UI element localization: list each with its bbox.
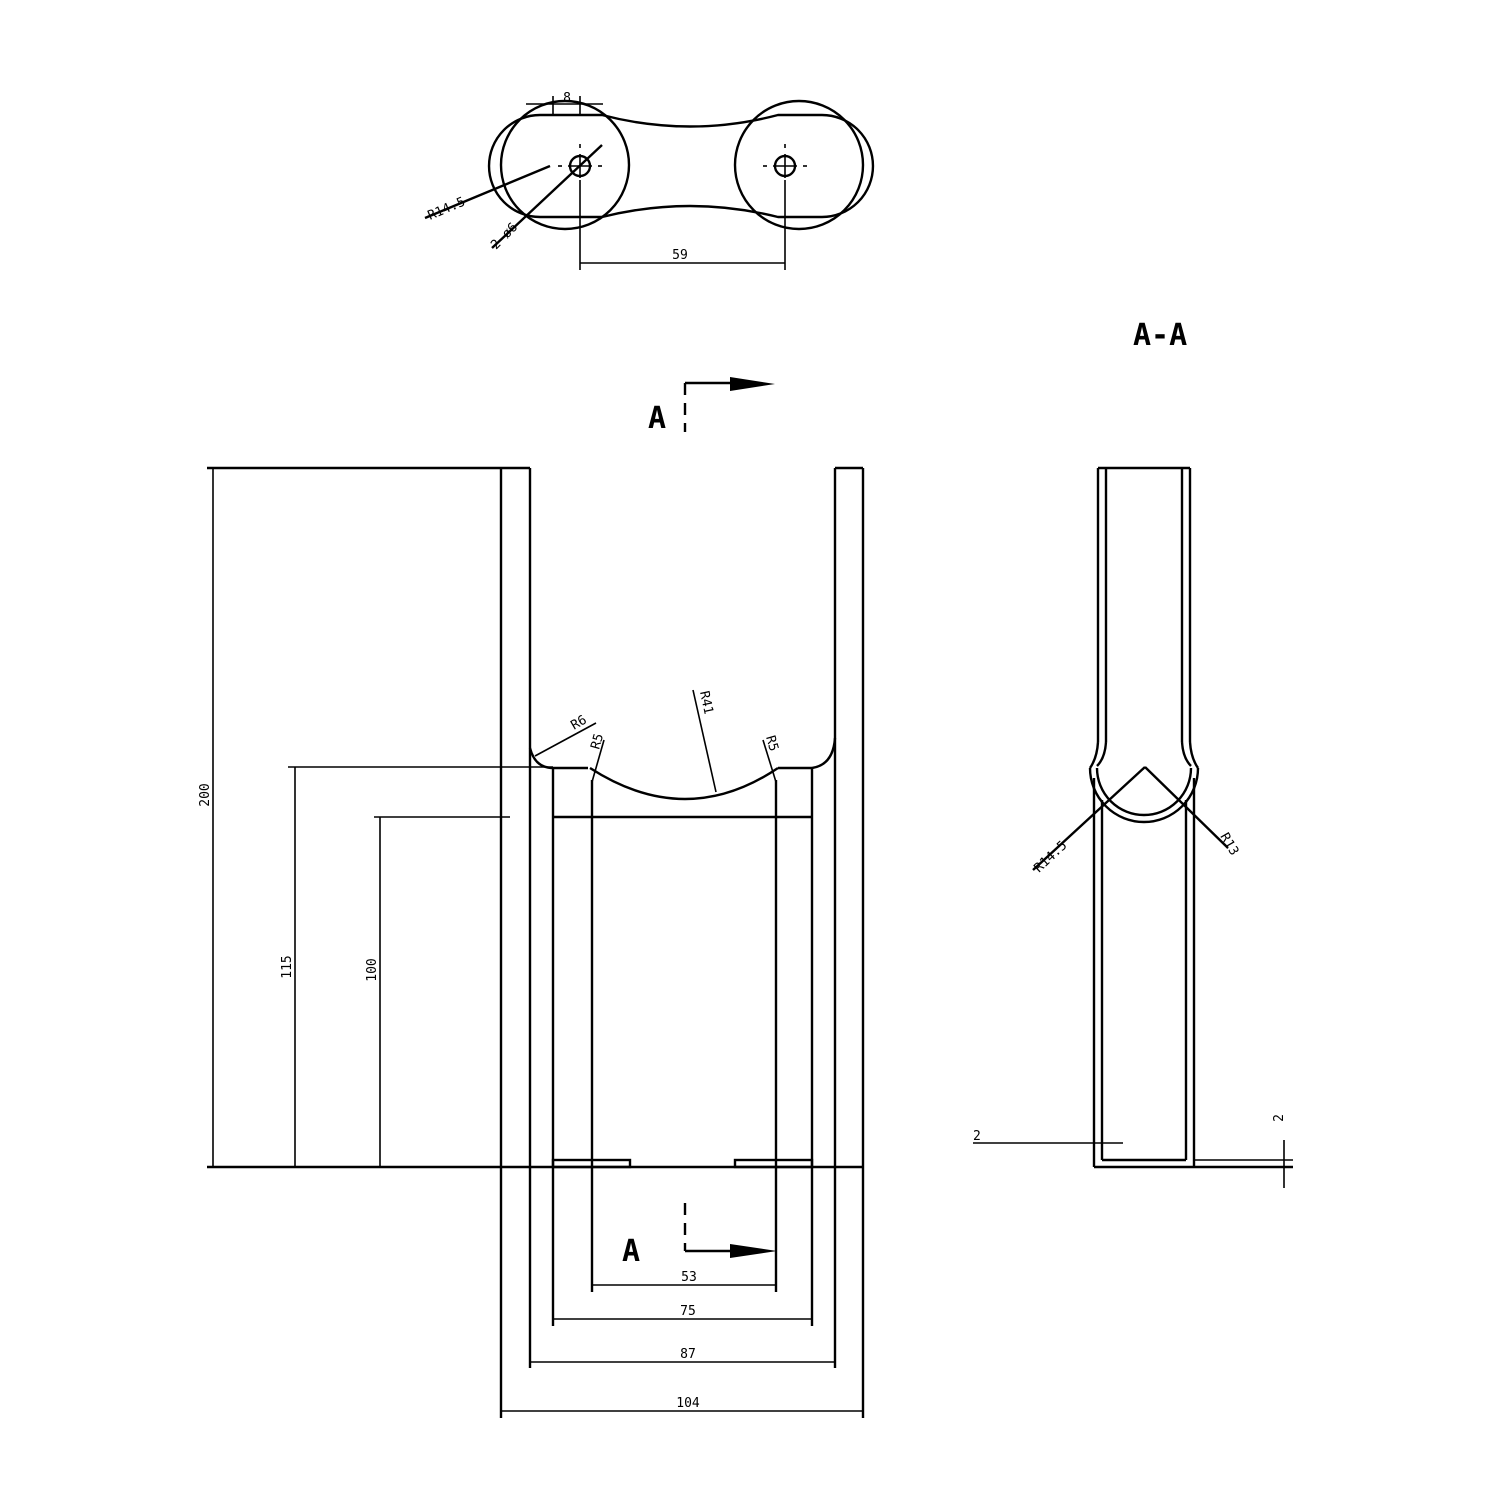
dim-base-thickness: 2 <box>1272 1114 1287 1188</box>
dim-height-mid: 115 <box>280 766 553 1167</box>
dim-width-mid-label: 75 <box>680 1304 696 1319</box>
side-view-outline <box>1088 466 1293 1169</box>
dim-wall-thickness-label: 2 <box>973 1129 981 1144</box>
dim-r-arc: R41 <box>692 690 717 793</box>
dim-slot-width-label: 8 <box>563 91 571 106</box>
dim-r-arc-label: R41 <box>696 690 716 716</box>
dim-hole-spacing: 59 <box>579 180 786 270</box>
dim-width-outer-inner-label: 87 <box>680 1347 696 1362</box>
side-view: R14.5 R13 2 2 <box>973 466 1293 1188</box>
section-marker-bottom: A <box>622 1203 777 1269</box>
top-view-outline <box>487 99 875 231</box>
dim-hole-spacing-label: 59 <box>672 248 688 263</box>
dim-slot-width: 8 <box>526 91 603 116</box>
dim-height-low-label: 100 <box>365 958 380 981</box>
dim-r-right-small: R5 <box>762 734 781 783</box>
section-marker-top-label: A <box>648 401 666 436</box>
dim-height-mid-label: 115 <box>280 955 295 978</box>
dim-top-radius: R14.5 <box>424 164 551 224</box>
hole-left <box>558 144 602 178</box>
dim-width-inner-label: 53 <box>681 1270 697 1285</box>
dim-width-mid: 75 <box>553 1304 812 1320</box>
dim-side-radius-outer: R14.5 <box>1031 766 1146 876</box>
dim-side-radius-inner-label: R13 <box>1217 831 1242 859</box>
dim-wall-thickness: 2 <box>973 1129 1123 1144</box>
dim-holes: 2-ø6 <box>488 144 603 253</box>
dim-side-radius-outer-label: R14.5 <box>1031 838 1070 876</box>
dim-width-inner: 53 <box>592 1270 776 1286</box>
dim-base-thickness-label: 2 <box>1272 1114 1287 1122</box>
dim-r-corner: R6 <box>534 713 597 757</box>
dim-r-left-small: R5 <box>588 732 607 783</box>
dim-r-right-small-label: R5 <box>762 734 781 753</box>
section-view-title: A-A <box>1133 318 1187 353</box>
dim-width-total-label: 104 <box>676 1396 700 1411</box>
dim-r-left-small-label: R5 <box>588 732 607 751</box>
front-view: 200 115 100 R6 R5 R41 R5 <box>198 466 865 1418</box>
section-marker-bottom-label: A <box>622 1234 640 1269</box>
top-view: 8 R14.5 2-ø6 59 <box>424 91 875 270</box>
dim-r-corner-label: R6 <box>569 713 590 734</box>
dim-width-outer-inner: 87 <box>530 1347 835 1363</box>
dim-height-total-label: 200 <box>198 783 213 806</box>
dim-height-low: 100 <box>365 816 510 1167</box>
front-view-outline <box>207 466 865 1418</box>
dim-width-total: 104 <box>501 1396 863 1412</box>
hole-right <box>763 144 807 178</box>
dim-top-radius-label: R14.5 <box>426 195 468 224</box>
section-marker-top: A <box>648 377 775 436</box>
dim-height-total: 200 <box>198 466 501 1167</box>
